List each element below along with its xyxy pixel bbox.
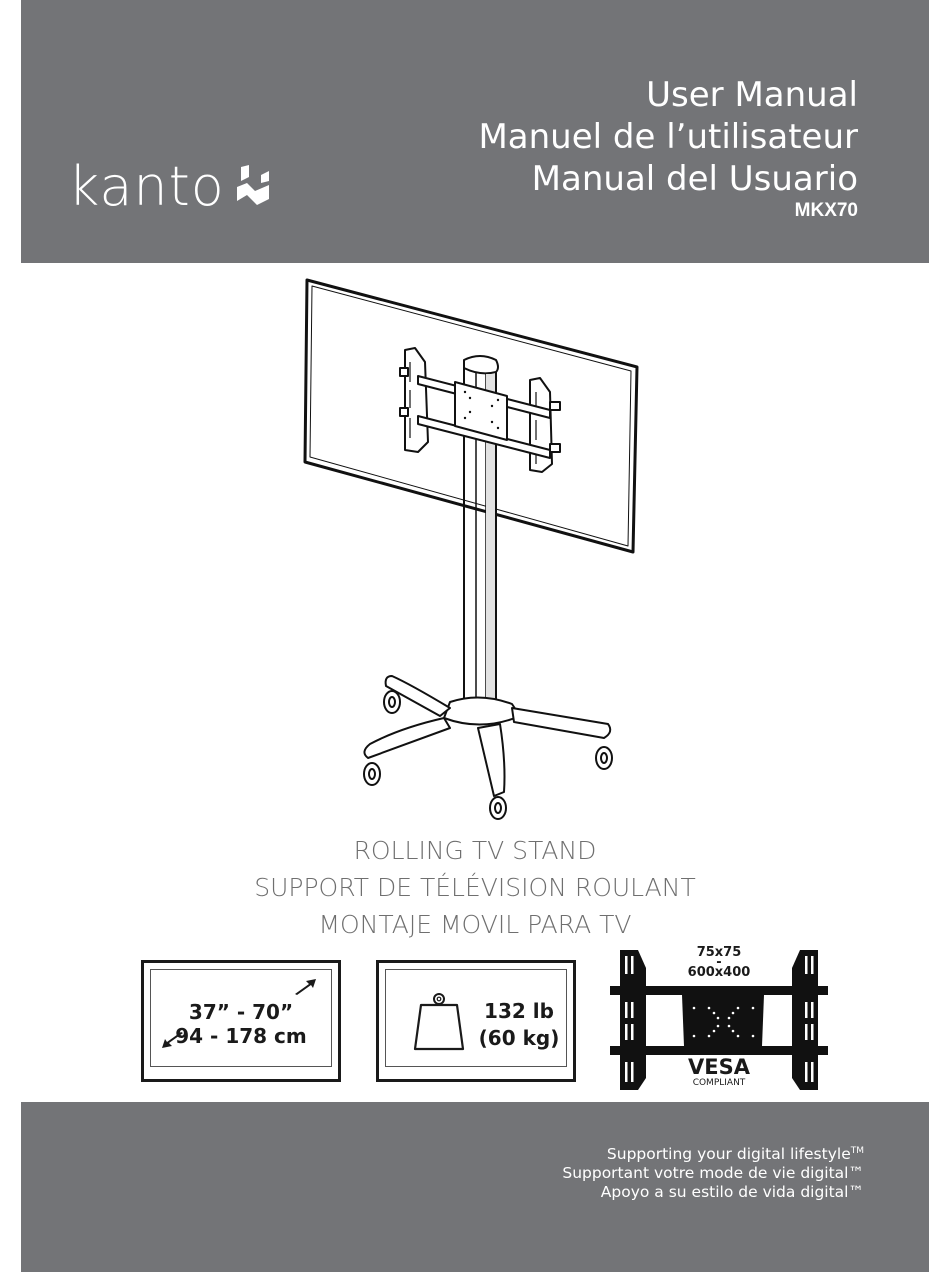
vesa-max: 600x400 — [687, 965, 751, 980]
product-name-spanish: MONTAJE MOVIL PARA TV — [318, 910, 632, 939]
diagonal-arrow-down-left-icon — [161, 1031, 185, 1054]
product-names: ROLLING TV STAND SUPPORT DE TÉLÉVISION R… — [0, 832, 950, 943]
screen-size-cm: 94 - 178 cm — [175, 1024, 307, 1048]
title-english: User Manual — [646, 75, 858, 115]
manual-titles: User Manual Manuel de l’utilisateur Manu… — [478, 74, 858, 222]
weight-lb: 132 lb — [484, 999, 554, 1023]
weight-frame: 132 lb (60 kg) — [385, 969, 567, 1067]
screen-size-inches: 37” - 70” — [188, 1000, 294, 1024]
tagline-french: Supportant votre mode de vie digital™ — [562, 1164, 864, 1183]
product-name-french: SUPPORT DE TÉLÉVISION ROULANT — [254, 873, 696, 902]
weight-capacity-spec: 132 lb (60 kg) — [376, 960, 576, 1082]
vesa-min: 75x75 — [696, 945, 742, 960]
brand-wordmark: kanto — [68, 155, 225, 218]
taglines: Supporting your digital lifestyleTM Supp… — [562, 1142, 864, 1202]
screen-size-spec: 37” - 70” 94 - 178 cm — [141, 960, 341, 1082]
product-name-english: ROLLING TV STAND — [353, 836, 597, 865]
vesa-range: 75x75 - 600x400 — [608, 946, 830, 980]
kanto-logo-mark-icon — [235, 165, 271, 210]
tagline-english-text: Supporting your digital lifestyle — [606, 1145, 851, 1164]
vesa-bracket-icon — [610, 950, 828, 1090]
rolling-tv-stand-illustration — [300, 272, 645, 832]
model-number: MKX70 — [794, 200, 858, 221]
tagline-english: Supporting your digital lifestyleTM — [562, 1142, 864, 1164]
weight-icon — [412, 992, 466, 1059]
screen-size-frame: 37” - 70” 94 - 178 cm — [150, 969, 332, 1067]
header-band — [21, 0, 929, 263]
weight-kg: (60 kg) — [478, 1026, 560, 1050]
screen-size-values: 37” - 70” 94 - 178 cm — [151, 1000, 331, 1048]
footer-band — [21, 1102, 929, 1272]
tagline-spanish: Apoyo a su estilo de vida digital™ — [600, 1183, 864, 1202]
brand-logo: kanto — [68, 160, 271, 214]
diagonal-arrow-up-right-icon — [293, 978, 317, 1001]
vesa-label: VESA — [688, 1055, 750, 1079]
title-french: Manuel de l’utilisateur — [478, 117, 858, 157]
trademark-mark: TM — [850, 1146, 864, 1156]
weight-values: 132 lb (60 kg) — [478, 998, 560, 1052]
vesa-compliance-spec: 75x75 - 600x400 VESA COMPLIANT — [608, 946, 830, 1092]
vesa-separator: - — [716, 955, 722, 970]
vesa-compliant-label: COMPLIANT — [692, 1078, 746, 1088]
title-spanish: Manual del Usuario — [531, 159, 858, 199]
